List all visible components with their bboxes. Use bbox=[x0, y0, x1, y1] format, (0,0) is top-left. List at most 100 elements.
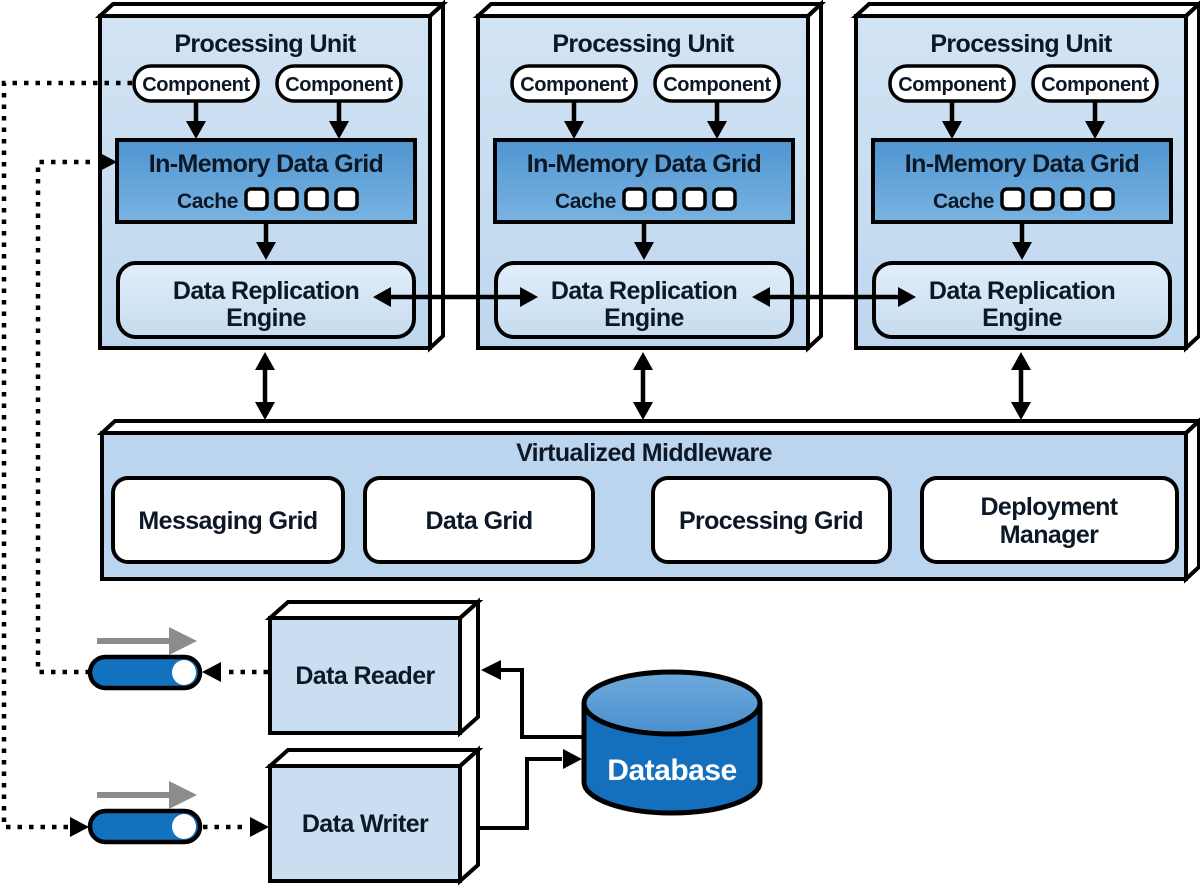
arrowhead-down-icon bbox=[186, 121, 206, 139]
replication-connector-1-2 bbox=[373, 287, 538, 307]
arrowhead-left-icon bbox=[752, 287, 770, 307]
arrowhead-left-icon bbox=[481, 660, 501, 680]
cache-slot bbox=[1090, 187, 1115, 211]
cache-slots bbox=[244, 187, 359, 211]
processing-grid-box bbox=[651, 476, 892, 564]
cache-slot bbox=[652, 187, 677, 211]
write-pump-dotted-path bbox=[1, 80, 132, 837]
arrowhead-down-icon bbox=[1085, 121, 1105, 139]
unit-title: Processing Unit bbox=[930, 30, 1113, 58]
reader-3d-top-face bbox=[264, 600, 484, 620]
writer-3d-right-face bbox=[458, 745, 480, 886]
component-label: Component bbox=[1041, 74, 1149, 96]
writer-body bbox=[268, 764, 462, 883]
database-to-reader-connector bbox=[481, 660, 584, 739]
write-queue-pill bbox=[87, 808, 203, 845]
arrowhead-right-icon bbox=[563, 749, 582, 769]
arrowhead-down-icon bbox=[1012, 242, 1032, 260]
arrowhead-left-icon bbox=[202, 662, 221, 682]
middleware-title: Virtualized Middleware bbox=[516, 439, 773, 467]
database-cylinder: Database bbox=[581, 669, 763, 816]
cache-slot bbox=[712, 187, 737, 211]
cache-label: Cache bbox=[933, 190, 994, 213]
writer-to-database-connector bbox=[478, 749, 582, 830]
cache-slot bbox=[1030, 187, 1055, 211]
cache-slots bbox=[622, 187, 737, 211]
arrowhead-up-icon bbox=[255, 352, 275, 370]
arrowhead-down-icon bbox=[633, 402, 653, 420]
data-replication-engine bbox=[872, 261, 1172, 339]
grid-title: In-Memory Data Grid bbox=[905, 150, 1139, 178]
arrowhead-up-icon bbox=[633, 352, 653, 370]
unit-title: Processing Unit bbox=[174, 30, 357, 58]
replication-connector-2-3 bbox=[752, 287, 916, 307]
arrowhead-down-icon bbox=[255, 402, 275, 420]
data-replication-engine bbox=[494, 261, 794, 339]
component-label: Component bbox=[520, 74, 628, 96]
virtualized-middleware: Virtualized Middleware Messaging Grid Da… bbox=[96, 417, 1200, 584]
arrowhead-down-icon bbox=[634, 242, 654, 260]
queue-to-writer-dotted bbox=[203, 817, 269, 837]
cache-label: Cache bbox=[555, 190, 616, 213]
cache-slot bbox=[274, 187, 299, 211]
cache-slot bbox=[682, 187, 707, 211]
arrowhead-down-icon bbox=[1011, 402, 1031, 420]
processing-grid-label: Processing Grid bbox=[679, 507, 863, 535]
cache-slot bbox=[622, 187, 647, 211]
cache-slot bbox=[1060, 187, 1085, 211]
arrowhead-down-icon bbox=[707, 121, 727, 139]
arrowhead-down-icon bbox=[329, 121, 349, 139]
arrowhead-down-icon bbox=[256, 242, 276, 260]
data-grid-label: Data Grid bbox=[425, 507, 532, 535]
arrowhead-right-icon bbox=[520, 287, 538, 307]
cache-slots bbox=[1000, 187, 1115, 211]
grid-title: In-Memory Data Grid bbox=[527, 150, 761, 178]
database-top bbox=[581, 669, 763, 737]
reader-to-queue-dotted bbox=[202, 662, 268, 682]
deployment-manager-box bbox=[920, 476, 1179, 564]
gray-arrowhead-right-icon bbox=[169, 781, 197, 809]
component-label: Component bbox=[285, 74, 393, 96]
arrowhead-left-icon bbox=[373, 287, 391, 307]
cache-slot bbox=[244, 187, 269, 211]
engine-label-line2: Engine bbox=[982, 304, 1062, 332]
cache-slot bbox=[304, 187, 329, 211]
unit3-middleware-arrow bbox=[1011, 352, 1031, 420]
arrowhead-down-icon bbox=[564, 121, 584, 139]
component-label: Component bbox=[663, 74, 771, 96]
engine-label-line2: Engine bbox=[226, 304, 306, 332]
data-writer-box: Data Writer bbox=[264, 745, 484, 886]
data-replication-engine bbox=[116, 261, 416, 339]
arrowhead-right-icon bbox=[70, 817, 89, 837]
processing-unit-3: Processing Unit Component Component In-M… bbox=[850, 0, 1200, 353]
deployment-manager-line1: Deployment bbox=[980, 493, 1118, 521]
cache-slot bbox=[334, 187, 359, 211]
data-grid-box bbox=[363, 476, 595, 564]
database-label: Database bbox=[607, 754, 736, 787]
arrowhead-down-icon bbox=[942, 121, 962, 139]
messaging-grid-label: Messaging Grid bbox=[138, 507, 317, 535]
component-label: Component bbox=[898, 74, 1006, 96]
engine-label-line1: Data Replication bbox=[551, 277, 737, 305]
arrowhead-right-icon bbox=[98, 152, 117, 172]
writer-3d-top-face bbox=[264, 748, 484, 768]
unit1-middleware-arrow bbox=[255, 352, 275, 420]
write-flow-arrow bbox=[97, 781, 197, 809]
engine-label-line1: Data Replication bbox=[929, 277, 1115, 305]
reader-body bbox=[268, 616, 462, 735]
unit2-middleware-arrow bbox=[633, 352, 653, 420]
processing-unit-2: Processing Unit Component Component In-M… bbox=[472, 0, 827, 353]
cache-label: Cache bbox=[177, 190, 238, 213]
reader-3d-right-face bbox=[458, 597, 480, 738]
read-pump-dotted-path bbox=[35, 152, 117, 675]
unit-title: Processing Unit bbox=[552, 30, 735, 58]
grid-title: In-Memory Data Grid bbox=[149, 150, 383, 178]
processing-unit-1: Processing Unit Component Component In-M… bbox=[94, 0, 449, 353]
component-label: Component bbox=[142, 74, 250, 96]
arrowhead-right-icon bbox=[898, 287, 916, 307]
gray-arrowhead-right-icon bbox=[169, 627, 197, 655]
read-queue-pill bbox=[87, 654, 203, 691]
pill-end-cap bbox=[172, 814, 196, 839]
